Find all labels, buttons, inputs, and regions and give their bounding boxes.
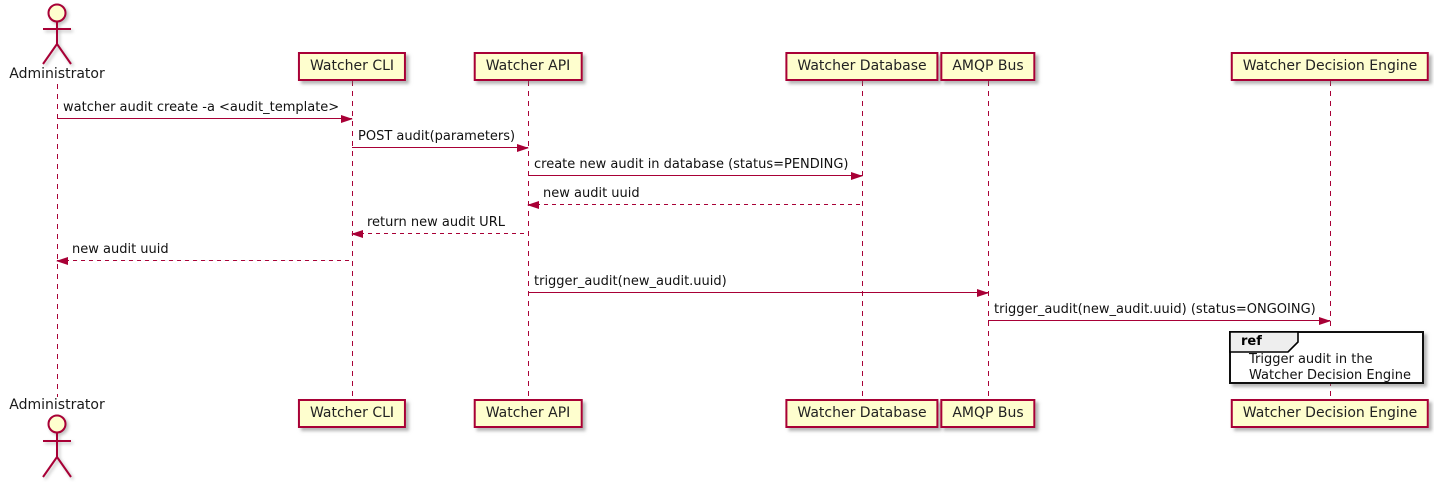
lifeline-watcher-cli	[352, 81, 353, 400]
ref-fragment: ref Trigger audit in the Watcher Decisio…	[1229, 331, 1424, 384]
message-return-new-audit-uuid: new audit uuid	[527, 185, 862, 209]
arrowhead-right-icon	[517, 144, 529, 152]
message-return-new-audit-url: return new audit URL	[351, 214, 528, 238]
lifeline-administrator	[57, 84, 58, 397]
participant-box-watcher-database: Watcher Database	[785, 52, 939, 81]
message-create-new-audit: create new audit in database (status=PEN…	[528, 156, 863, 180]
actor-label: Administrator	[9, 66, 105, 82]
message-line	[352, 147, 528, 148]
message-line	[57, 260, 352, 261]
actor-icon-bottom	[42, 414, 72, 478]
message-line	[528, 204, 862, 205]
participant-box-amqp-bus: AMQP Bus	[940, 52, 1036, 81]
message-trigger-audit: trigger_audit(new_audit.uuid)	[528, 273, 989, 297]
message-new-audit-uuid-to-admin: new audit uuid	[56, 241, 352, 265]
message-label: create new audit in database (status=PEN…	[534, 157, 849, 172]
message-label: POST audit(parameters)	[358, 129, 516, 144]
message-line	[988, 320, 1330, 321]
message-label: trigger_audit(new_audit.uuid) (status=ON…	[994, 302, 1316, 317]
message-post-audit: POST audit(parameters)	[352, 128, 529, 152]
message-line	[57, 118, 352, 119]
message-watcher-audit-create: watcher audit create -a <audit_template>	[57, 99, 353, 123]
participant-box-amqp-bus-bottom: AMQP Bus	[940, 399, 1036, 428]
participant-box-watcher-cli-bottom: Watcher CLI	[297, 399, 407, 428]
lifeline-watcher-decision-engine	[1330, 81, 1331, 400]
arrowhead-left-icon	[351, 230, 363, 238]
ref-body-text: Trigger audit in the Watcher Decision En…	[1249, 352, 1411, 384]
message-trigger-audit-ongoing: trigger_audit(new_audit.uuid) (status=ON…	[988, 301, 1331, 325]
ref-body-line2: Watcher Decision Engine	[1249, 368, 1411, 383]
message-line	[528, 175, 862, 176]
arrowhead-right-icon	[851, 172, 863, 180]
message-line	[352, 233, 528, 234]
arrowhead-left-icon	[56, 257, 68, 265]
lifeline-amqp-bus	[988, 81, 989, 400]
participant-box-watcher-database-bottom: Watcher Database	[785, 399, 939, 428]
ref-tab-shape	[1229, 331, 1299, 353]
participant-box-watcher-cli: Watcher CLI	[297, 52, 407, 81]
message-line	[528, 292, 988, 293]
arrowhead-right-icon	[977, 289, 989, 297]
participant-box-watcher-api-bottom: Watcher API	[473, 399, 583, 428]
arrowhead-right-icon	[1319, 317, 1331, 325]
arrowhead-right-icon	[341, 115, 353, 123]
message-label: new audit uuid	[543, 186, 640, 201]
participant-box-watcher-decision-engine: Watcher Decision Engine	[1230, 52, 1430, 81]
message-label: return new audit URL	[367, 215, 505, 230]
participant-box-watcher-api: Watcher API	[473, 52, 583, 81]
ref-body-line1: Trigger audit in the	[1249, 352, 1373, 367]
actor-icon	[42, 3, 72, 65]
participant-box-watcher-decision-engine-bottom: Watcher Decision Engine	[1230, 399, 1430, 428]
arrowhead-left-icon	[527, 201, 539, 209]
lifeline-watcher-database	[862, 81, 863, 400]
message-label: trigger_audit(new_audit.uuid)	[534, 274, 727, 289]
message-label: watcher audit create -a <audit_template>	[63, 100, 340, 115]
message-label: new audit uuid	[72, 242, 169, 257]
ref-keyword-label: ref	[1241, 334, 1262, 349]
lifeline-watcher-api	[528, 81, 529, 400]
actor-label-bottom: Administrator	[9, 397, 105, 413]
